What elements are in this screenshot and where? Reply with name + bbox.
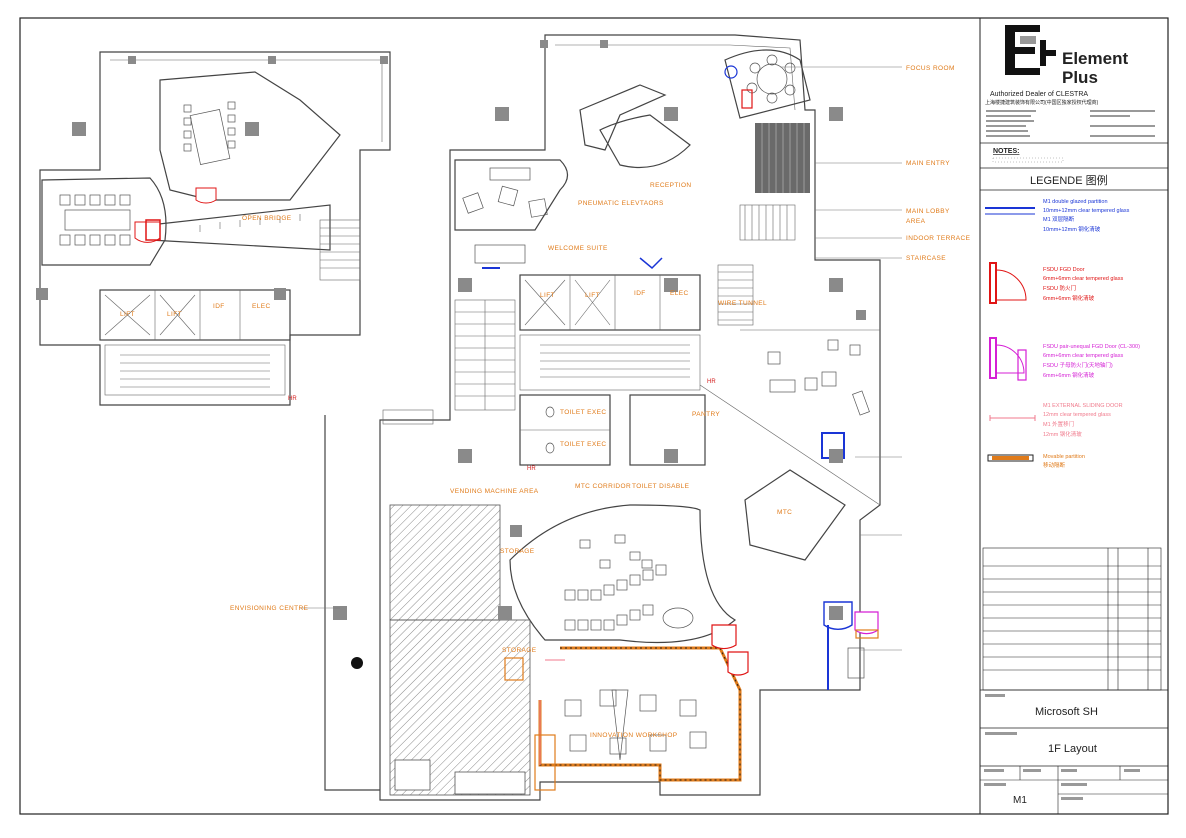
label-pantry: PANTRY <box>692 411 720 418</box>
legend-line: 12mm 钢化清玻 <box>1043 430 1082 438</box>
legend-line: FSDU 子母防火门(天地轴门) <box>1043 361 1113 369</box>
label-lift-3: LIFT <box>540 292 555 299</box>
legend-line: 12mm clear tempered glass <box>1043 412 1111 418</box>
notes-title: NOTES: <box>993 148 1019 155</box>
room-labels: FOCUS ROOM MAIN ENTRY RECEPTION MAIN LOB… <box>120 65 971 739</box>
brand-name-line2: Plus <box>1062 68 1098 87</box>
label-elec-1: ELEC <box>252 303 271 310</box>
left-wing <box>36 51 391 406</box>
label-toilet-exec-2: TOILET EXEC <box>560 441 606 448</box>
brand-dealer: Authorized Dealer of CLESTRA <box>990 91 1088 98</box>
legend-line: Movable partition <box>1043 454 1085 460</box>
label-hr-3: HR <box>527 466 536 472</box>
legend-line: M1 EXTERNAL SLIDING DOOR <box>1043 403 1123 409</box>
legend-line: 10mm+12mm 钢化清玻 <box>1043 225 1101 233</box>
label-innovation-workshop: INNOVATION WORKSHOP <box>590 732 678 739</box>
label-storage-2: STORAGE <box>502 647 537 654</box>
drawing-number: M1 <box>1013 795 1027 806</box>
leader-lines <box>300 66 902 651</box>
label-toilet-disable: TOILET DISABLE <box>632 483 690 490</box>
legend-item-m1-partition: M1 double glazed partition 10mm+12mm cle… <box>985 199 1130 233</box>
label-envisioning-centre: ENVISIONING CENTRE <box>230 605 309 612</box>
label-elec-2: ELEC <box>670 290 689 297</box>
label-idf-2: IDF <box>634 290 646 297</box>
label-toilet-exec-1: TOILET EXEC <box>560 409 606 416</box>
label-lobby-area: AREA <box>906 218 926 225</box>
legend-line: 移动隔断 <box>1043 461 1066 469</box>
label-mtc: MTC <box>777 509 792 516</box>
label-main-entry: MAIN ENTRY <box>906 160 950 167</box>
label-pneumatic-elevators: PNEUMATIC ELEVTAORS <box>578 200 664 207</box>
brand-name-line1: Element <box>1062 49 1128 68</box>
label-storage-1: STORAGE <box>500 548 535 555</box>
legend-item-fsdu-pair-door: FSDU pair-unequal FGD Door (CL-300) 6mm+… <box>989 337 1140 381</box>
sheet-border <box>19 17 1169 815</box>
legend-line: FSDU pair-unequal FGD Door (CL-300) <box>1043 344 1140 350</box>
legend-line: 10mm+12mm clear tempered glass <box>1043 208 1130 214</box>
element-plus-logo <box>1005 25 1056 75</box>
title-block: Element Plus Authorized Dealer of CLESTR… <box>980 25 1168 814</box>
legend-line: FSDU 防火门 <box>1043 284 1076 292</box>
drawing-title: 1F Layout <box>1048 743 1097 755</box>
label-main-lobby: MAIN LOBBY <box>906 208 950 215</box>
label-welcome-suite: WELCOME SUITE <box>548 245 608 252</box>
label-idf-1: IDF <box>213 303 225 310</box>
project-name: Microsoft SH <box>1035 706 1098 718</box>
label-mtc-corridor: MTC CORRIDOR <box>575 483 631 490</box>
label-staircase: STAIRCASE <box>906 255 946 262</box>
legend-line: 6mm+6mm 钢化清玻 <box>1043 294 1095 302</box>
label-focus-room: FOCUS ROOM <box>906 65 955 72</box>
legend-item-movable-partition: Movable partition 移动隔断 <box>987 454 1085 469</box>
label-indoor-terrace: INDOOR TERRACE <box>906 235 971 242</box>
label-reception: RECEPTION <box>650 182 692 189</box>
legend-item-fsdu-door: FSDU FGD Door 6mm+6mm clear tempered gla… <box>989 262 1123 304</box>
label-hr-2: HR <box>707 379 716 385</box>
label-hr-1: HR <box>288 396 297 402</box>
label-lift-4: LIFT <box>585 292 600 299</box>
legend-line: M1 双层隔断 <box>1043 215 1075 223</box>
legend-line: FSDU FGD Door <box>1043 267 1085 273</box>
legend-line: 6mm+6mm clear tempered glass <box>1043 353 1123 359</box>
brand-company-cn: 上海楼捷建筑装饰有限公司(中国区独家授权代理商) <box>985 99 1099 106</box>
legend-line: M1 double glazed partition <box>1043 199 1108 205</box>
label-vending-machine-area: VENDING MACHINE AREA <box>450 488 539 495</box>
legend-title: LEGENDE 图例 <box>1030 173 1108 187</box>
legend-line: 6mm+6mm clear tempered glass <box>1043 276 1123 282</box>
legend-line: 6mm+6mm 钢化清玻 <box>1043 371 1095 379</box>
label-lift-1: LIFT <box>120 311 135 318</box>
legend-item-external-sliding-door: M1 EXTERNAL SLIDING DOOR 12mm clear temp… <box>989 403 1123 438</box>
label-wire-tunnel: WIRE TUNNEL <box>718 300 767 307</box>
label-open-bridge: OPEN BRIDGE <box>242 215 292 222</box>
legend-line: M1 外置移门 <box>1043 420 1074 428</box>
main-building <box>324 34 881 801</box>
label-lift-2: LIFT <box>167 311 182 318</box>
revision-table <box>982 547 1162 691</box>
